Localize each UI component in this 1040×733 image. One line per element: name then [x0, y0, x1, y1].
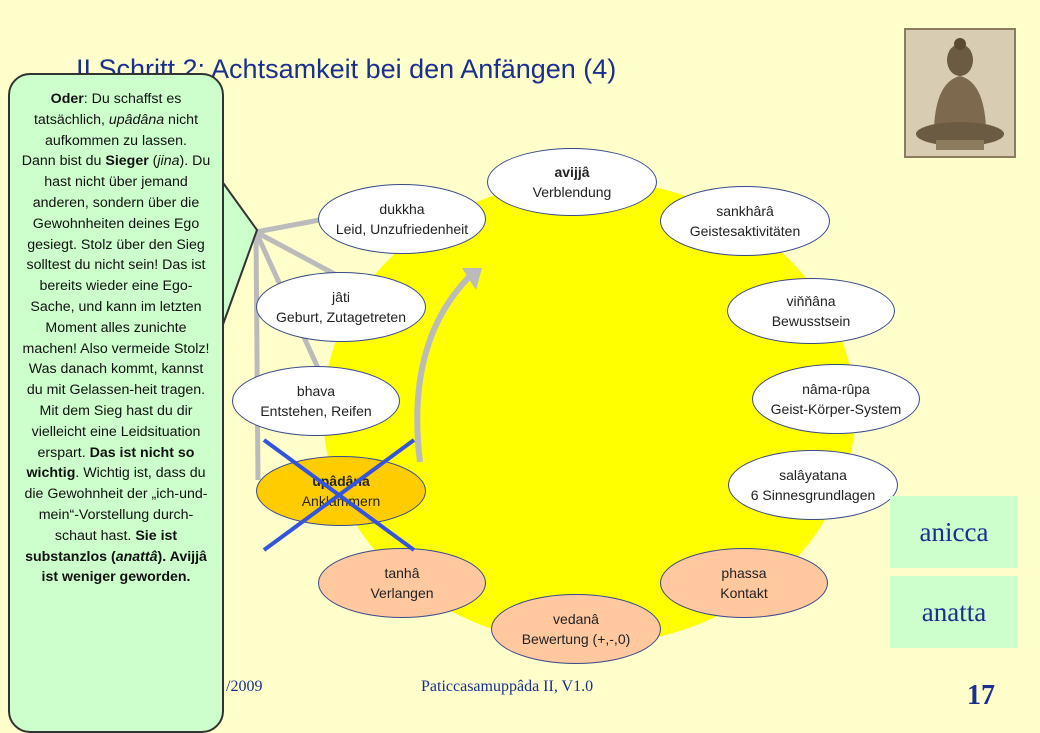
node-avijja: avijjâ Verblendung — [487, 148, 657, 216]
callout-text: anattâ — [115, 548, 158, 565]
node-phassa-title: phassa — [721, 565, 767, 581]
callout-text: Das ist nicht so wichtig — [26, 444, 195, 482]
node-nama-rupa-sub: Geist-Körper-System — [770, 401, 902, 417]
callout-text: upâdâna — [108, 111, 165, 128]
callout-text: : Du schaffst es tatsächlich, — [33, 91, 182, 128]
callout-text: Sie ist substanzlos ( — [25, 527, 178, 565]
node-bhava: bhava Entstehen, Reifen — [232, 366, 400, 436]
badge-anicca: anicca — [890, 496, 1018, 568]
footer-date: /2009 — [226, 678, 263, 695]
node-sankhara-title: sankhârâ — [716, 203, 774, 219]
node-sankhara: sankhârâ Geistesaktivitäten — [660, 186, 830, 256]
cross-icon — [262, 438, 416, 552]
node-phassa-sub: Kontakt — [720, 585, 768, 601]
callout-text: ). Avijjâ ist weniger geworden. — [41, 548, 207, 586]
node-dukkha-title: dukkha — [379, 201, 425, 217]
node-sankhara-sub: Geistesaktivitäten — [689, 223, 801, 239]
node-salayatana: salâyatana 6 Sinnesgrundlagen — [728, 450, 898, 520]
node-nama-rupa: nâma-rûpa Geist-Körper-System — [752, 364, 920, 434]
node-vinnana: viňňâna Bewusstsein — [727, 278, 895, 344]
node-salayatana-title: salâyatana — [779, 467, 847, 483]
callout-text: jina — [157, 153, 180, 170]
node-dukkha-sub: Leid, Unzufriedenheit — [335, 221, 469, 237]
callout-text: . Wichtig ist, dass du die Gewohnheit de… — [24, 465, 208, 544]
connector-line — [255, 215, 331, 235]
buddha-image — [904, 28, 1016, 158]
node-vinnana-sub: Bewusstsein — [771, 313, 851, 329]
callout-tail — [221, 180, 259, 331]
node-bhava-sub: Entstehen, Reifen — [260, 403, 372, 419]
node-salayatana-sub: 6 Sinnesgrundlagen — [750, 487, 876, 503]
callout-box: Oder: Du schaffst es tatsächlich, upâdân… — [8, 73, 224, 733]
badge-anatta: anatta — [890, 576, 1018, 648]
callout-text: nicht aufkommen zu lassen. — [45, 111, 199, 149]
node-phassa: phassa Kontakt — [660, 548, 828, 618]
node-dukkha: dukkha Leid, Unzufriedenheit — [318, 184, 486, 254]
node-upadana: upâdâna Anklammern — [256, 456, 426, 526]
callout-text: ( — [148, 153, 158, 170]
connector-line — [254, 229, 344, 281]
arrow-head — [462, 268, 482, 290]
node-tanha: tanhâ Verlangen — [318, 548, 486, 618]
node-avijja-sub: Verblendung — [532, 184, 612, 200]
node-jati-title: jâti — [332, 289, 350, 305]
node-tanha-title: tanhâ — [384, 565, 420, 581]
callout-text: Dann bist du — [21, 153, 106, 170]
node-vedana-sub: Bewertung (+,-,0) — [521, 631, 631, 647]
node-tanha-sub: Verlangen — [370, 585, 434, 601]
connector-line — [253, 231, 261, 481]
callout-text: ). Du hast nicht über jemand anderen, so… — [22, 153, 211, 357]
node-jati-sub: Geburt, Zutagetreten — [276, 309, 406, 325]
node-vedana: vedanâ Bewertung (+,-,0) — [491, 594, 661, 664]
node-nama-rupa-title: nâma-rûpa — [802, 381, 870, 397]
node-avijja-title: avijjâ — [554, 164, 590, 180]
node-vedana-title: vedanâ — [553, 611, 599, 627]
curved-arrow — [414, 271, 475, 463]
node-vinnana-title: viňňâna — [786, 293, 836, 309]
node-bhava-title: bhava — [296, 383, 336, 399]
footer-center: Paticcasamuppâda II, V1.0 — [421, 678, 594, 695]
node-upadana-sub: Anklammern — [301, 493, 381, 509]
page-number: 17 — [967, 680, 995, 711]
node-jati: jâti Geburt, Zutagetreten — [256, 272, 426, 342]
callout-text: Was danach kommt, kannst du mit Gelassen… — [26, 361, 206, 461]
callout-text: Sieger — [105, 153, 149, 170]
callout-text: Oder — [50, 91, 84, 107]
